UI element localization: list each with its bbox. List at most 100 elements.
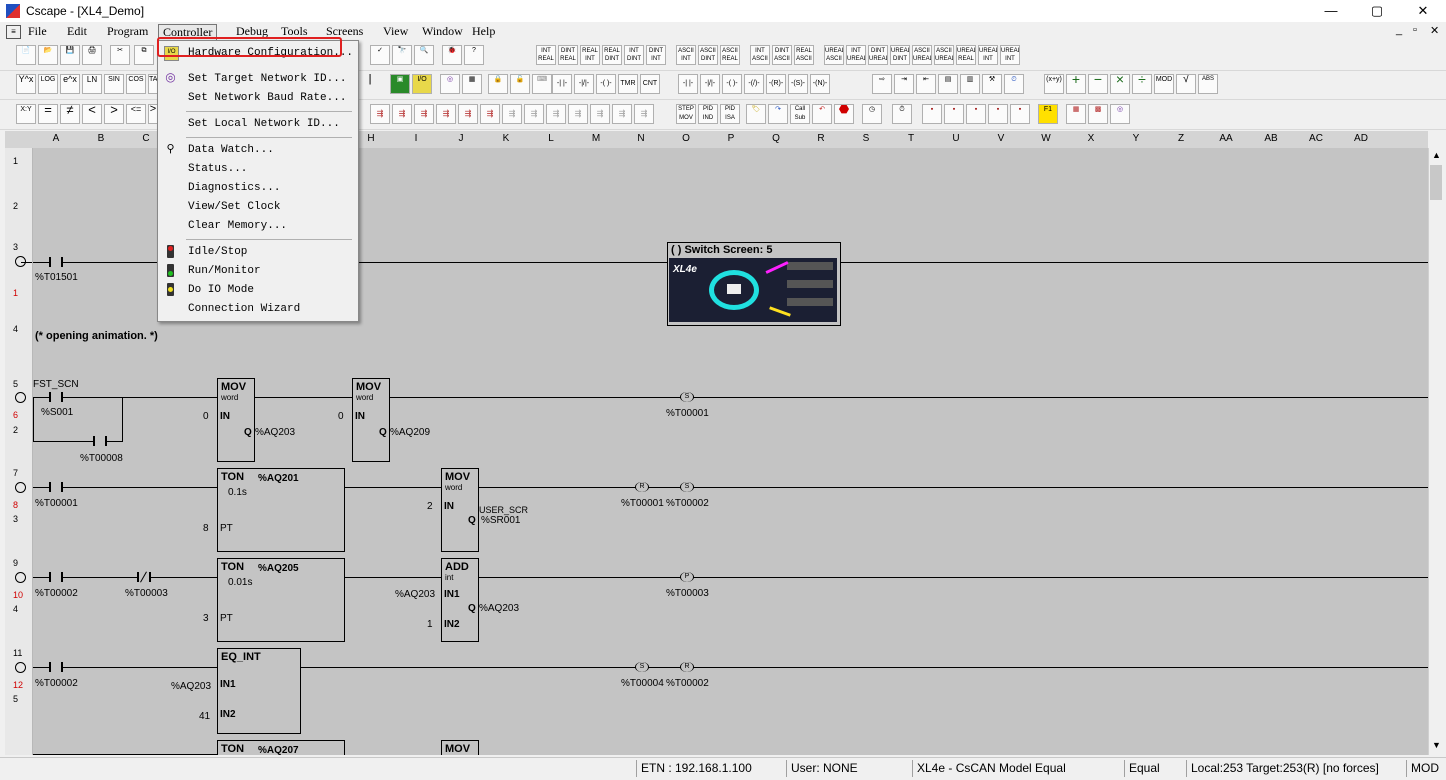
subtract-icon[interactable]: − bbox=[1088, 74, 1108, 94]
target-icon[interactable]: ◎ bbox=[440, 74, 460, 94]
mdi-restore-button[interactable]: ▫ bbox=[1413, 24, 1417, 36]
no-contact[interactable] bbox=[49, 482, 63, 492]
save-icon[interactable]: 💾 bbox=[60, 45, 80, 65]
menu-item-run-monitor[interactable]: Run/Monitor bbox=[188, 265, 261, 277]
reset-coil[interactable]: R bbox=[635, 482, 649, 492]
less-than-button[interactable]: < bbox=[82, 104, 102, 124]
divide-icon[interactable]: ÷ bbox=[1132, 74, 1152, 94]
export-icon[interactable]: ⇤ bbox=[916, 74, 936, 94]
mov-block[interactable]: MOV bbox=[441, 740, 479, 755]
mov-block[interactable]: MOV word IN Q bbox=[352, 378, 390, 462]
exp-button[interactable]: e^x bbox=[60, 74, 80, 94]
zoom-icon[interactable]: 🔍 bbox=[414, 45, 434, 65]
debug-bug-icon[interactable]: 🐞 bbox=[442, 45, 462, 65]
no-contact[interactable] bbox=[49, 257, 63, 267]
menu-item-idle-stop[interactable]: Idle/Stop bbox=[188, 246, 248, 258]
add-block[interactable]: ADD int IN1 Q IN2 bbox=[441, 558, 479, 642]
grid-icon[interactable]: ▦ bbox=[462, 74, 482, 94]
display-icon[interactable]: ▣ bbox=[390, 74, 410, 94]
set-coil[interactable]: S bbox=[635, 662, 649, 672]
greater-than-button[interactable]: > bbox=[104, 104, 124, 124]
conversion-button-19[interactable]: UREAL INT bbox=[978, 45, 998, 65]
save-red-icon-1[interactable]: ▪ bbox=[922, 104, 942, 124]
ln-button[interactable]: LN bbox=[82, 74, 102, 94]
tools-icon[interactable]: ⚒ bbox=[982, 74, 1002, 94]
tag-icon[interactable]: 🏷 bbox=[746, 104, 766, 124]
cut-icon[interactable]: ✂ bbox=[110, 45, 130, 65]
ton-timer-block[interactable]: TON %AQ207 bbox=[217, 740, 345, 755]
menu-screens[interactable]: Screens bbox=[326, 24, 364, 38]
return-icon[interactable]: ↶ bbox=[812, 104, 832, 124]
pid-isa-button[interactable]: PID ISA bbox=[720, 104, 740, 124]
eq-int-block[interactable]: EQ_INT IN1 IN2 bbox=[217, 648, 301, 734]
data-table-icon[interactable]: ▦ bbox=[1066, 104, 1086, 124]
maximize-button[interactable]: ▢ bbox=[1370, 3, 1384, 18]
menu-tools[interactable]: Tools bbox=[281, 24, 308, 38]
menu-edit[interactable]: Edit bbox=[67, 24, 87, 38]
logic-button-4[interactable]: CNT bbox=[640, 74, 660, 94]
minimize-button[interactable]: — bbox=[1324, 3, 1338, 18]
menu-file[interactable]: File bbox=[28, 24, 47, 38]
conversion-button-20[interactable]: UREAL INT bbox=[1000, 45, 1020, 65]
data-grid-icon[interactable]: ▩ bbox=[1088, 104, 1108, 124]
no-contact[interactable] bbox=[49, 392, 63, 402]
equal-button[interactable]: = bbox=[38, 104, 58, 124]
save-red-icon-5[interactable]: ▪ bbox=[1010, 104, 1030, 124]
cscape-app-icon[interactable] bbox=[6, 4, 20, 18]
logic-button-0[interactable]: -| |- bbox=[552, 74, 572, 94]
reset-coil[interactable]: R bbox=[680, 662, 694, 672]
save-red-icon-2[interactable]: ▪ bbox=[944, 104, 964, 124]
open-folder-icon[interactable]: 📂 bbox=[38, 45, 58, 65]
conversion-button-5[interactable]: DINT INT bbox=[646, 45, 666, 65]
block-icon[interactable]: ▤ bbox=[938, 74, 958, 94]
menu-help[interactable]: Help bbox=[472, 24, 496, 38]
menu-item-set-baud-rate[interactable]: Set Network Baud Rate... bbox=[188, 92, 347, 104]
logic-button-1[interactable]: -|/|- bbox=[574, 74, 594, 94]
menu-item-status[interactable]: Status... bbox=[188, 163, 248, 175]
call-sub-button[interactable]: Call Sub bbox=[790, 104, 810, 124]
set-coil[interactable]: S bbox=[680, 482, 694, 492]
keyboard-icon[interactable]: ⌨ bbox=[532, 74, 552, 94]
scroll-down-arrow-icon[interactable]: ▼ bbox=[1432, 740, 1441, 750]
set-coil[interactable]: S bbox=[680, 392, 694, 402]
menu-item-set-target-network-id[interactable]: Set Target Network ID... bbox=[188, 73, 347, 85]
conversion-button-10[interactable]: DINT ASCII bbox=[772, 45, 792, 65]
block-instruction-icon-12[interactable]: ⇶ bbox=[634, 104, 654, 124]
positive-coil[interactable]: P bbox=[680, 572, 694, 582]
add-icon[interactable]: + bbox=[1066, 74, 1086, 94]
conversion-button-0[interactable]: INT REAL bbox=[536, 45, 556, 65]
scroll-up-arrow-icon[interactable]: ▲ bbox=[1432, 150, 1441, 160]
menu-item-clear-memory[interactable]: Clear Memory... bbox=[188, 220, 288, 232]
menu-view[interactable]: View bbox=[383, 24, 409, 38]
help-pointer-icon[interactable]: ? bbox=[464, 45, 484, 65]
timer-icon[interactable]: ⏲ bbox=[1004, 74, 1024, 94]
io-icon[interactable]: I/O bbox=[412, 74, 432, 94]
switch-screen-coil[interactable]: ( ) Switch Screen: 5 XL4e bbox=[667, 242, 841, 326]
logic-button-2[interactable]: -( )- bbox=[596, 74, 616, 94]
block-instruction-icon-2[interactable]: ⇶ bbox=[414, 104, 434, 124]
logic-button-11[interactable]: -(N)- bbox=[810, 74, 830, 94]
power-button[interactable]: Y^x bbox=[16, 74, 36, 94]
save-red-icon-3[interactable]: ▪ bbox=[966, 104, 986, 124]
step-mov-button[interactable]: STEP MOV bbox=[676, 104, 696, 124]
mov-block[interactable]: MOV word IN Q bbox=[217, 378, 255, 462]
logic-button-3[interactable]: TMR bbox=[618, 74, 638, 94]
conversion-button-1[interactable]: DINT REAL bbox=[558, 45, 578, 65]
logic-button-10[interactable]: -(S)- bbox=[788, 74, 808, 94]
conversion-button-13[interactable]: INT UREAL bbox=[846, 45, 866, 65]
compare-xy-button[interactable]: X:Y bbox=[16, 104, 36, 124]
math-expr-icon[interactable]: (x+y) bbox=[1044, 74, 1064, 94]
conversion-button-7[interactable]: ASCII DINT bbox=[698, 45, 718, 65]
sin-button[interactable]: SIN bbox=[104, 74, 124, 94]
scrollbar-thumb[interactable] bbox=[1430, 165, 1442, 200]
mod-icon[interactable]: MOD bbox=[1154, 74, 1174, 94]
document-menu-icon[interactable]: ≡ bbox=[6, 25, 21, 39]
menu-controller[interactable]: Controller bbox=[158, 24, 218, 41]
clock-icon[interactable]: ◷ bbox=[862, 104, 882, 124]
print-icon[interactable]: 🖨 bbox=[82, 45, 102, 65]
jump-icon[interactable]: ↷ bbox=[768, 104, 788, 124]
conversion-button-9[interactable]: INT ASCII bbox=[750, 45, 770, 65]
unlock-icon[interactable]: 🔓 bbox=[510, 74, 530, 94]
block-instruction-icon-8[interactable]: ⇶ bbox=[546, 104, 566, 124]
save-red-icon-4[interactable]: ▪ bbox=[988, 104, 1008, 124]
